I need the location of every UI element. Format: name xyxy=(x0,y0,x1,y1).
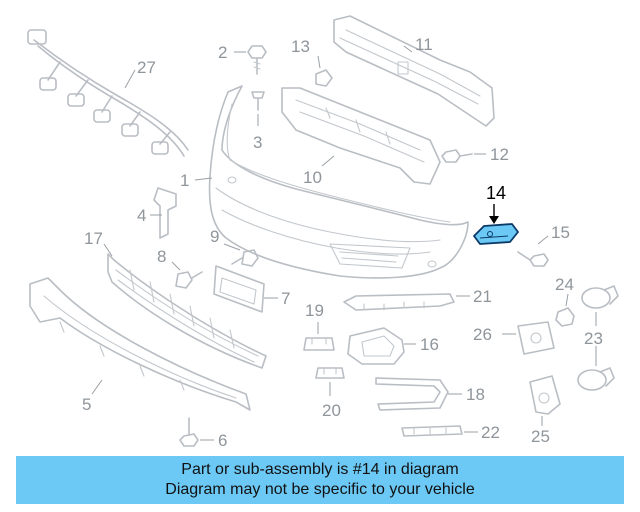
part-25-sensor-holder xyxy=(529,375,561,426)
callout-7[interactable]: 7 xyxy=(281,289,290,308)
callout-14[interactable]: 14 xyxy=(486,183,506,203)
part-27-wiring-harness xyxy=(27,29,189,157)
part-8-screw xyxy=(171,261,203,289)
part-11-impact-bar xyxy=(333,15,495,127)
callout-25[interactable]: 25 xyxy=(531,427,550,446)
part-3-clip xyxy=(251,91,265,126)
part-18-trim-molding xyxy=(375,377,462,411)
part-5-lower-valance xyxy=(29,277,251,411)
part-6-bolt xyxy=(179,417,214,447)
part-10-absorber xyxy=(281,87,441,185)
callout-19[interactable]: 19 xyxy=(305,301,324,320)
callout-12[interactable]: 12 xyxy=(490,145,509,164)
part-22-strip xyxy=(401,425,478,437)
callout-1[interactable]: 1 xyxy=(180,171,189,190)
callout-8[interactable]: 8 xyxy=(157,247,166,266)
parts-diagram: 27 2 13 11 3 10 xyxy=(27,15,619,450)
banner-line-1: Part or sub-assembly is #14 in diagram xyxy=(181,461,459,478)
callout-20[interactable]: 20 xyxy=(322,401,341,420)
callout-16[interactable]: 16 xyxy=(420,335,439,354)
part-12-bolt xyxy=(441,149,486,163)
part-2-bolt xyxy=(234,45,267,75)
callout-13[interactable]: 13 xyxy=(291,37,310,56)
callout-15[interactable]: 15 xyxy=(551,223,570,242)
callout-3[interactable]: 3 xyxy=(253,133,262,152)
part-4-bracket xyxy=(150,187,177,239)
part-21-trim-strip xyxy=(343,293,470,311)
part-24-retainer xyxy=(555,293,575,327)
part-20-clip xyxy=(315,367,345,396)
callout-4[interactable]: 4 xyxy=(137,206,146,225)
callout-22[interactable]: 22 xyxy=(481,423,500,442)
callout-26[interactable]: 26 xyxy=(473,325,492,344)
callout-21[interactable]: 21 xyxy=(473,287,492,306)
info-banner: Part or sub-assembly is #14 in diagram D… xyxy=(16,456,624,504)
part-7-plate-bracket xyxy=(213,265,278,313)
banner-line-2: Diagram may not be specific to your vehi… xyxy=(165,481,475,498)
callout-9[interactable]: 9 xyxy=(210,227,219,246)
callout-27[interactable]: 27 xyxy=(137,58,156,77)
callout-11[interactable]: 11 xyxy=(415,35,433,54)
part-19-clip xyxy=(303,322,335,351)
part-14-highlighted[interactable] xyxy=(473,204,519,245)
callout-23[interactable]: 23 xyxy=(584,329,603,348)
part-9-screw xyxy=(223,243,259,267)
part-26-sensor-bracket xyxy=(502,321,555,355)
callout-5[interactable]: 5 xyxy=(82,395,91,414)
callout-6[interactable]: 6 xyxy=(218,431,227,450)
part-15-bolt xyxy=(517,235,549,267)
callout-17[interactable]: 17 xyxy=(84,229,103,248)
callout-10[interactable]: 10 xyxy=(303,168,322,187)
callout-2[interactable]: 2 xyxy=(218,43,227,62)
callout-18[interactable]: 18 xyxy=(466,385,485,404)
callout-24[interactable]: 24 xyxy=(555,275,574,294)
part-23-parking-sensor xyxy=(577,285,619,391)
part-1-bumper-cover xyxy=(194,85,469,279)
part-17-grille xyxy=(103,243,267,369)
part-16-fog-frame xyxy=(347,327,416,365)
part-13-clip xyxy=(315,55,333,87)
